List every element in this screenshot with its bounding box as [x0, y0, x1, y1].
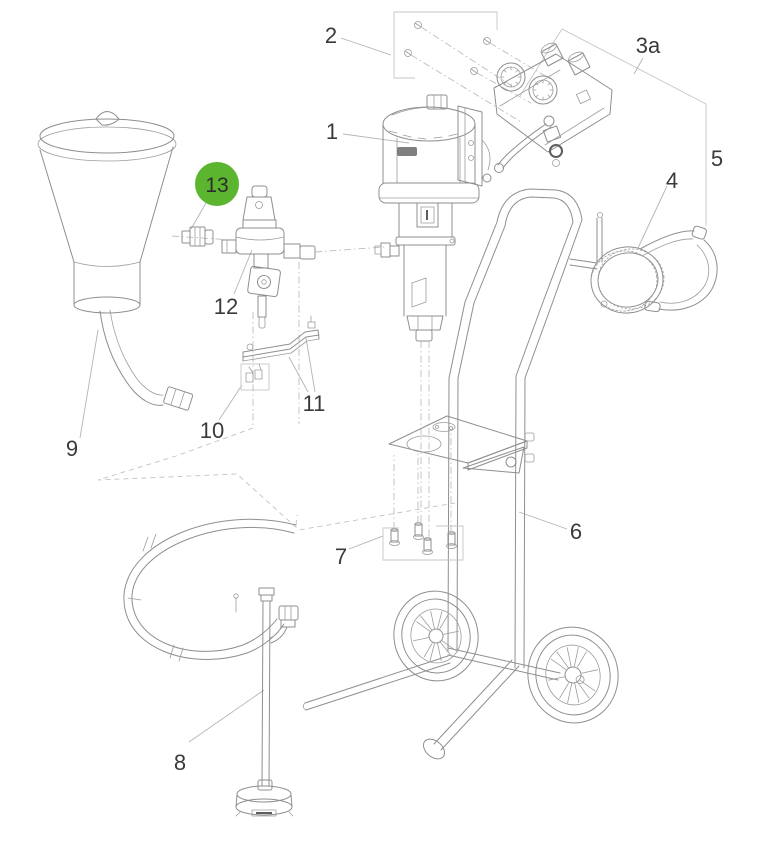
fittings-box-drawing [240, 363, 270, 391]
connection-dashes [97, 262, 456, 531]
highlighted-callout-13[interactable]: 13 [195, 162, 239, 206]
fitting-13-drawing [171, 226, 233, 247]
callout-3a: 3a [636, 33, 661, 58]
bolts-drawing [382, 430, 464, 561]
pump-drawing [374, 94, 492, 538]
callout-8: 8 [174, 750, 186, 775]
hopper-drawing [37, 111, 194, 411]
callout-12: 12 [214, 294, 238, 319]
siphon-drawing [123, 518, 299, 817]
right-wheel [527, 626, 619, 724]
callout-labels: 1 2 3a 4 5 6 7 8 9 10 11 12 [66, 23, 723, 775]
bolt-icon [389, 522, 457, 555]
callout-1: 1 [326, 119, 338, 144]
callout-2: 2 [325, 23, 337, 48]
callout-6: 6 [570, 519, 582, 544]
callout-group-frames [79, 11, 707, 743]
callout-11: 11 [303, 391, 326, 416]
regulator-drawing [221, 185, 385, 329]
callout-4: 4 [666, 168, 678, 193]
callout-5: 5 [711, 146, 723, 171]
highlight-circle[interactable] [195, 162, 239, 206]
callout-13: 13 [205, 174, 228, 197]
callout-7: 7 [335, 544, 347, 569]
callout-10: 10 [200, 418, 224, 443]
cart-drawing [302, 188, 619, 760]
left-wheel [393, 590, 479, 682]
air-hose-drawing [569, 212, 718, 314]
callout-9: 9 [66, 436, 78, 461]
air-control-drawing [493, 42, 613, 173]
screws-drawing [404, 21, 553, 123]
bracket-drawing [242, 315, 320, 362]
screw-icon [404, 21, 491, 75]
